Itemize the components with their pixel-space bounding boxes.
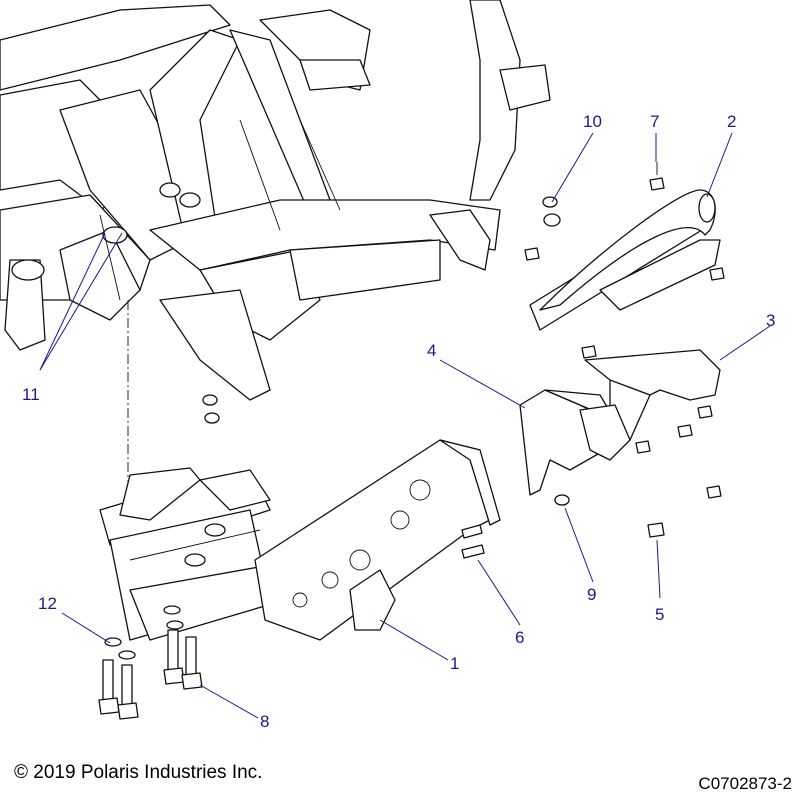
- callout-7: 7: [650, 112, 659, 131]
- grab-handle: [529, 189, 721, 331]
- callout-8: 8: [260, 712, 269, 731]
- callout-5: 5: [655, 605, 664, 624]
- bolts-6: [461, 524, 485, 559]
- leader-lines: [39, 132, 771, 719]
- callout-12: 12: [38, 594, 57, 613]
- nut-9: [554, 494, 570, 506]
- callout-6: 6: [515, 628, 524, 647]
- bolts-12: [98, 637, 139, 720]
- fasteners: [98, 162, 725, 720]
- callout-11: 11: [22, 385, 40, 404]
- callout-4: 4: [427, 341, 436, 360]
- vehicle-frame: [0, 0, 551, 401]
- callouts: 1 2 3 4 5 6 7 8 9 10 11 12: [22, 112, 775, 731]
- callout-2: 2: [727, 112, 736, 131]
- copyright-notice: © 2019 Polaris Industries Inc.: [14, 762, 263, 783]
- document-id: C0702873-2: [698, 774, 792, 793]
- bolt-7: [649, 162, 665, 191]
- nut-10: [542, 196, 561, 227]
- bolt-5: [647, 522, 665, 538]
- callout-10: 10: [583, 112, 602, 131]
- callout-3: 3: [766, 311, 775, 330]
- callout-9: 9: [587, 585, 596, 604]
- callout-1: 1: [450, 654, 459, 673]
- left-bracket: [519, 389, 631, 496]
- bolts-8: [163, 605, 203, 690]
- nuts-11: [202, 394, 220, 424]
- bumper-mount-assembly: [99, 439, 501, 641]
